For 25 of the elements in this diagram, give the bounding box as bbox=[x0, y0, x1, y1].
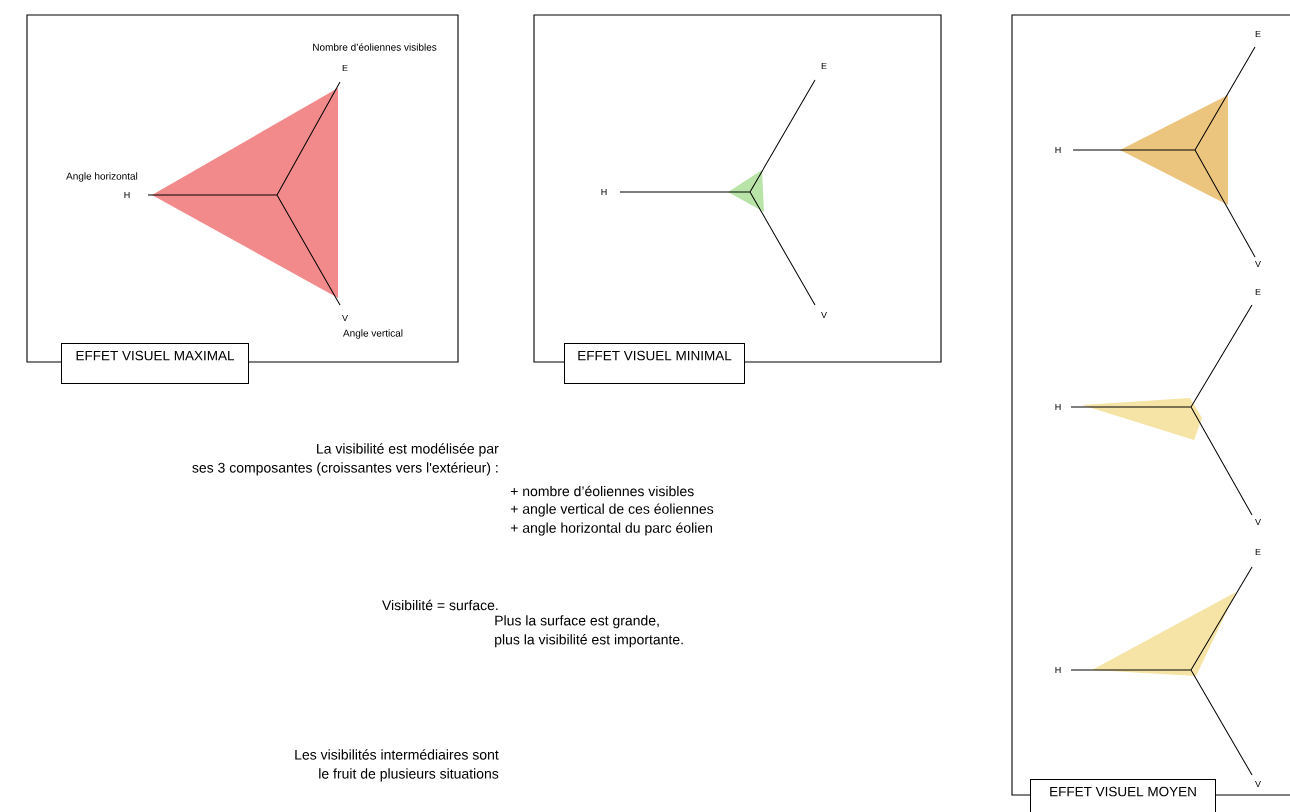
axis-letter: E bbox=[342, 64, 348, 72]
body-text: La visibilité est modélisée par ses 3 composantes (croissantes vers l'extérieur) : bbox=[192, 443, 499, 476]
body-text: + angle vertical de ces éoliennes bbox=[510, 503, 714, 517]
body-text: + nombre d’éoliennes visibles bbox=[510, 485, 694, 497]
axis-caption: Nombre d’éoliennes visibles bbox=[313, 43, 437, 51]
axis-letter: E bbox=[1255, 30, 1261, 38]
axis-letter: E bbox=[1255, 548, 1261, 556]
axis-letter: H bbox=[1055, 403, 1061, 411]
axis-letter: V bbox=[1255, 518, 1261, 526]
axis-caption: Angle vertical bbox=[343, 329, 403, 339]
body-text: Visibilité = surface. bbox=[382, 599, 498, 611]
body-text: Plus la surface est grande, plus la visibilité est importante. bbox=[495, 615, 683, 648]
axis-letter: H bbox=[1055, 666, 1061, 674]
axis-letter: V bbox=[821, 311, 827, 319]
axis-letter: V bbox=[1255, 780, 1261, 788]
axis-letter: V bbox=[342, 314, 348, 322]
axis-letter: H bbox=[124, 191, 130, 199]
axis-letter: V bbox=[1255, 260, 1261, 268]
axis-letter: H bbox=[601, 188, 607, 196]
body-text: + angle horizontal du parc éolien bbox=[510, 522, 712, 536]
axis-letter: E bbox=[1255, 288, 1261, 296]
body-text: Les visibilités intermédiaires sont le fruit de plusieurs situations bbox=[295, 749, 499, 782]
axis-letter: H bbox=[1055, 146, 1061, 154]
axis-caption: Angle horizontal bbox=[66, 172, 138, 182]
axis-letter: E bbox=[821, 62, 827, 70]
